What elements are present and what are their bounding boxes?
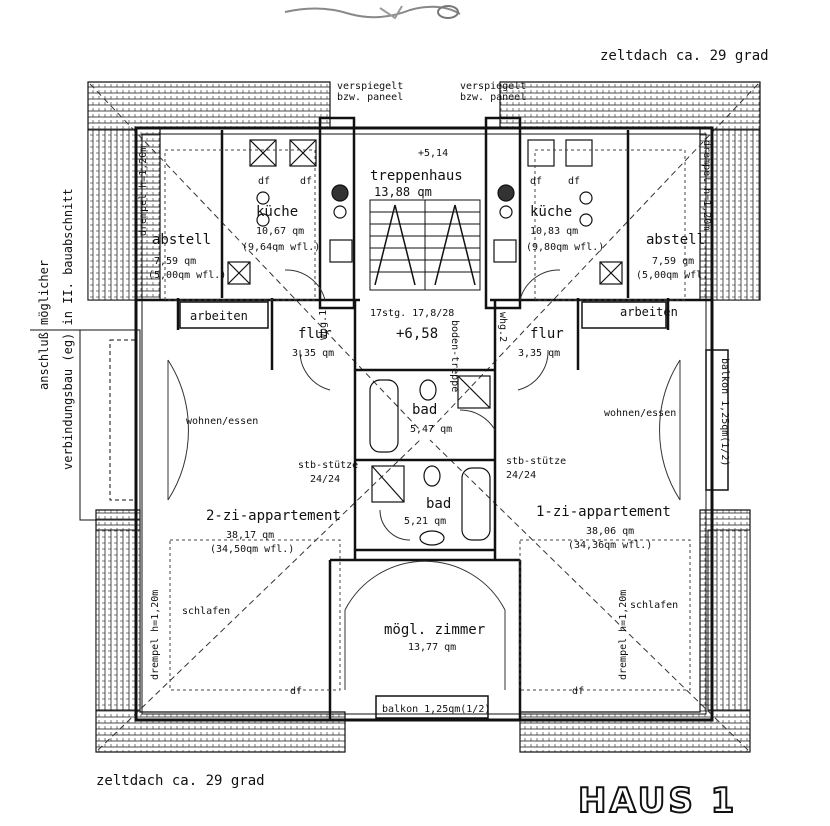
right-schlafen: schlafen [630, 600, 678, 611]
right-abstell-wfl: (5,00qm wfl.) [636, 270, 714, 281]
right-drempel-top: drempel h=1,20m [701, 140, 712, 230]
left-drempel-bottom: drempel h=1,20m [150, 590, 161, 680]
right-stuetze-name: stb-stütze [506, 456, 566, 467]
stair-steps: 17stg. 17,8/28 [370, 308, 454, 319]
left-schlafen: schlafen [182, 606, 230, 617]
mirror-left-line2: bzw. paneel [337, 92, 403, 103]
left-abstell-area: 7,59 qm [154, 256, 196, 267]
right-flur-area: 3,35 qm [518, 348, 560, 359]
left-abstell-name: abstell [152, 232, 211, 248]
left-flur-area: 3,35 qm [292, 348, 334, 359]
left-drempel-top: drempel h=1,20m [138, 146, 149, 236]
left-app-wfl: (34,50qm wfl.) [210, 544, 294, 555]
right-df-1: df [530, 176, 542, 187]
side-note-line2: verbindungsbau (eg) in II. bauabschnitt [61, 188, 75, 470]
left-kueche-area: 10,67 qm [256, 226, 304, 237]
left-df-1: df [258, 176, 270, 187]
right-flur-name: flur [530, 326, 564, 342]
center-bad-top-name: bad [412, 402, 437, 418]
right-app-wfl: (34,36qm wfl.) [568, 540, 652, 551]
right-balkon: balkon 1,25qm(1/2) [719, 358, 730, 466]
right-df-2: df [568, 176, 580, 187]
center-zimmer-name: mögl. zimmer [384, 622, 485, 638]
stair-bodentreppe: boden-treppe [449, 320, 460, 392]
center-bad-bottom-name: bad [426, 496, 451, 512]
center-zimmer-area: 13,77 qm [408, 642, 456, 653]
right-arbeiten: arbeiten [620, 305, 678, 319]
center-bad-top-area: 5,47 qm [410, 424, 452, 435]
dashed-lines [164, 149, 691, 691]
left-app-name: 2-zi-appartement [206, 508, 341, 524]
mirror-left-line1: verspiegelt [337, 81, 403, 92]
left-stuetze-size: 24/24 [310, 474, 340, 485]
right-abstell-area: 7,59 qm [652, 256, 694, 267]
left-kueche-wfl: (9,64qm wfl.) [242, 242, 320, 253]
right-stuetze-size: 24/24 [506, 470, 536, 481]
right-app-name: 1-zi-appartement [536, 504, 671, 520]
side-note-line1: anschluß möglicher [37, 260, 51, 390]
left-flur-name: flur [298, 326, 332, 342]
roof-label-top: zeltdach ca. 29 grad [600, 48, 769, 64]
left-kueche-name: küche [256, 204, 298, 220]
left-app-area: 38,17 qm [226, 530, 274, 541]
right-kueche-area: 10,83 qm [530, 226, 578, 237]
bath-fixtures [369, 375, 491, 546]
left-arbeiten: arbeiten [190, 309, 248, 323]
mirror-right-line1: verspiegelt [460, 81, 526, 92]
center-bad-bottom-area: 5,21 qm [404, 516, 446, 527]
stair-level: +5,14 [418, 148, 448, 159]
center-balkon: balkon 1,25qm(1/2) [382, 704, 490, 715]
door-swings [167, 269, 681, 690]
stair-area: 13,88 qm [374, 185, 432, 199]
stair-landing: +6,58 [396, 326, 438, 342]
stair-whg2: whg.2 [497, 312, 508, 342]
kitchen-fixtures [227, 139, 623, 285]
right-kueche-name: küche [530, 204, 572, 220]
left-abstell-wfl: (5,00qm wfl.) [148, 270, 226, 281]
right-app-area: 38,06 qm [586, 526, 634, 537]
right-abstell-name: abstell [646, 232, 705, 248]
top-scribble [284, 5, 461, 20]
interior-walls [136, 116, 712, 720]
hip-lines [89, 83, 759, 751]
stair-whg1: whg.1 [318, 310, 329, 340]
balconies [109, 339, 729, 719]
left-df-3: df [290, 686, 302, 697]
left-stuetze-name: stb-stütze [298, 460, 358, 471]
right-drempel-bottom: drempel h=1,20m [618, 590, 629, 680]
stair-flights [369, 199, 481, 291]
left-wohnen: wohnen/essen [186, 416, 258, 427]
right-wohnen: wohnen/essen [604, 408, 676, 419]
annex-outline [30, 329, 141, 521]
right-kueche-wfl: (9,80qm wfl.) [526, 242, 604, 253]
stair-name: treppenhaus [370, 168, 463, 184]
building-title: HAUS 1 [578, 781, 737, 821]
left-df-2: df [300, 176, 312, 187]
mirror-right-line2: bzw. paneel [460, 92, 526, 103]
roof-label-bottom: zeltdach ca. 29 grad [96, 773, 265, 789]
right-df-3: df [572, 686, 584, 697]
